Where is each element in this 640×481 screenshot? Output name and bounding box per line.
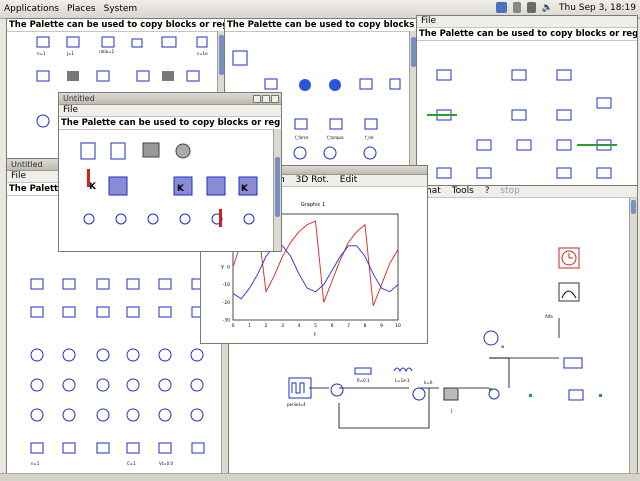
series-line-2 [232,245,399,300]
x-tick-label: 6 [331,323,334,329]
palette-hint: The Palette can be used to copy blocks o… [59,117,282,130]
y-axis-label: y [221,264,224,270]
palette-blocks [427,69,617,179]
svg-text:C=1: C=1 [127,461,136,466]
scope-block [558,282,580,302]
applications-menu[interactable]: Applications [4,4,59,14]
svg-text:J: J [450,408,452,413]
close-button[interactable] [271,95,279,103]
diagram-canvas[interactable]: period=4 R=0.1 L=1e-3 k=0. J w Alfa [229,198,629,474]
title-bar[interactable] [201,166,427,175]
x-tick-label: 1 [248,323,251,329]
scrollbar[interactable] [409,31,417,169]
palette-hint: The Palette can be used to copy blocks o… [225,19,417,32]
3d-rot-menu[interactable]: 3D Rot. [295,175,329,185]
svg-text:f_torque: f_torque [327,135,344,140]
volume-icon[interactable]: 🔈 [541,2,554,13]
svg-text:J=1: J=1 [66,51,75,56]
help-menu[interactable]: ? [484,186,490,196]
scrollbar[interactable] [629,198,637,476]
svg-text:R=0.1: R=0.1 [357,378,370,383]
x-ticks: 0 1 2 3 4 5 6 7 8 9 10 [232,323,401,329]
x-tick-label: 3 [281,323,284,329]
svg-text:K: K [89,182,97,192]
format-menu[interactable]: mat [423,186,441,196]
svg-text:f_force: f_force [295,135,309,140]
maximize-button[interactable] [262,95,270,103]
palette-window-front[interactable]: Untitled File The Palette can be used to… [58,92,282,252]
y-tick-label: -10 [223,282,230,288]
y-tick-label: -20 [223,300,230,306]
palette-blocks: n=1 C=1 Vt=0.0 [30,278,205,466]
x-tick-label: 2 [265,323,268,329]
x-tick-label: 10 [395,323,401,329]
x-tick-label: 9 [380,323,383,329]
window-title: Untitled [63,94,95,103]
svg-text:k=0.: k=0. [424,380,433,385]
bottom-panel [0,473,640,481]
x-tick-label: 7 [347,323,350,329]
tools-menu[interactable]: Tools [451,186,474,196]
svg-text:K: K [241,184,249,194]
palette-blocks: K K K [80,142,258,227]
x-tick-label: 0 [232,323,235,329]
svg-text:Alfa: Alfa [545,314,553,319]
x-axis-label: t [314,332,316,338]
graph-title: Graphic 1 [301,202,325,208]
svg-text:f_rel: f_rel [365,135,374,140]
network-icon[interactable] [495,2,507,13]
system-menu[interactable]: System [103,4,138,14]
palette-blocks: n=1 J=1 ratio=1 c=1e [36,36,208,128]
scrollbar[interactable] [273,129,281,251]
top-menu: Applications Places System [0,4,137,14]
palette-hint: The Palette can be used to copy blocks o… [7,19,226,32]
palette-blocks: f_force f_torque f_rel [232,50,401,160]
period-label: period=4 [287,402,306,407]
x-tick-label: 8 [364,323,367,329]
panel-tray: 🔈 Thu Sep 3, 18:19 [495,2,636,13]
menu-bar: File [417,16,637,28]
svg-text:Vt=0.0: Vt=0.0 [159,461,173,466]
svg-text:n=1: n=1 [37,51,46,56]
monitor-icon[interactable] [526,2,536,13]
y-tick-label: -30 [223,318,230,324]
palette-window-top-right[interactable]: File The Palette can be used to copy blo… [416,15,638,187]
file-menu[interactable]: File [63,105,79,115]
minimize-button[interactable] [253,95,261,103]
title-bar[interactable]: Untitled [59,93,281,105]
y-tick-label: 0 [227,265,230,271]
file-menu[interactable]: File [421,16,437,26]
svg-text:ratio=1: ratio=1 [99,49,115,54]
svg-text:K: K [177,184,185,194]
period-block [288,377,312,399]
svg-text:n=1: n=1 [31,461,40,466]
resistor [354,367,372,375]
svg-text:c=1e: c=1e [197,51,208,56]
svg-text:w: w [501,344,505,349]
palette-hint: The Palette can be used to copy blocks o… [417,28,638,41]
file-menu[interactable]: File [11,171,27,181]
x-tick-label: 5 [314,323,317,329]
window-title: Untitled [11,160,43,169]
edit-menu[interactable]: Edit [339,175,358,185]
menu-bar: File [59,105,281,117]
places-menu[interactable]: Places [66,4,96,14]
stop-button[interactable]: stop [500,186,520,196]
battery-icon[interactable] [512,2,521,13]
svg-text:L=1e-3: L=1e-3 [395,378,410,383]
x-tick-label: 4 [298,323,301,329]
clock[interactable]: Thu Sep 3, 18:19 [559,2,636,13]
